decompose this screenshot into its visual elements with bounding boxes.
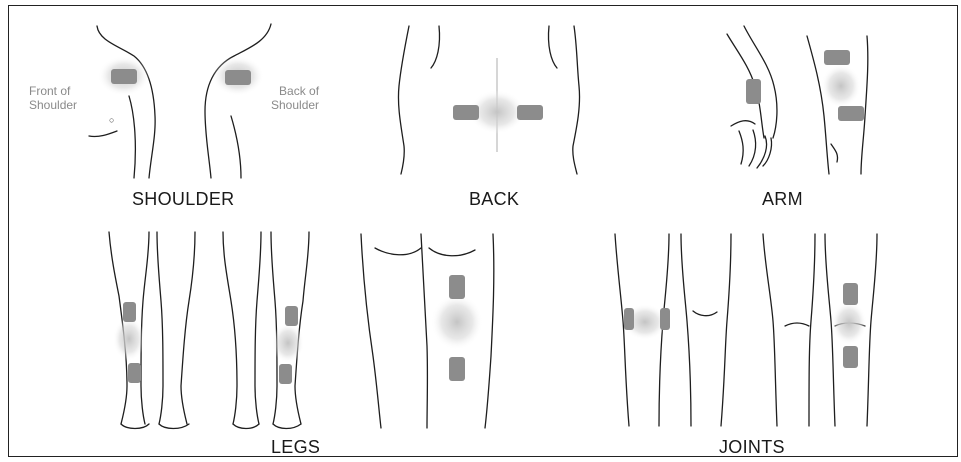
shoulder-front-figure: ○ xyxy=(89,26,155,178)
thigh-lower-pad xyxy=(449,357,465,381)
back-shoulder-note: Back of Shoulder xyxy=(271,84,319,112)
arm-inner-pad xyxy=(746,79,761,104)
knee-back-upper-pad xyxy=(843,283,858,305)
knee-front-left-pad xyxy=(624,308,634,330)
joints-front-knees-figure xyxy=(615,234,731,426)
legs-front-lower-pad xyxy=(128,363,141,383)
front-shoulder-pad xyxy=(111,69,137,84)
arm-upper-pad xyxy=(824,50,850,65)
back-shoulder-note-line2: Shoulder xyxy=(271,98,319,112)
legs-back-figure xyxy=(223,232,309,429)
arm-outer-figure xyxy=(807,36,868,174)
joints-label: JOINTS xyxy=(719,437,785,457)
knee-front-right-pad xyxy=(660,308,670,330)
knee-back-glow xyxy=(831,301,867,345)
back-shoulder-note-line1: Back of xyxy=(271,84,319,98)
back-left-pad xyxy=(453,105,479,120)
thighs-back-figure xyxy=(361,234,494,428)
front-shoulder-note: Front of Shoulder xyxy=(29,84,77,112)
placement-diagram: ○ xyxy=(8,5,958,457)
shoulder-back-figure xyxy=(205,24,271,178)
back-figure xyxy=(398,26,579,174)
arm-label: ARM xyxy=(762,189,803,210)
thighs-glow xyxy=(431,294,483,350)
legs-front-glow xyxy=(113,317,145,361)
front-shoulder-note-line1: Front of xyxy=(29,84,77,98)
back-shoulder-pad xyxy=(225,70,251,85)
body-illustrations: ○ xyxy=(9,6,958,457)
svg-text:○: ○ xyxy=(109,115,114,125)
front-shoulder-note-line2: Shoulder xyxy=(29,98,77,112)
legs-back-glow xyxy=(272,323,304,363)
arm-outer-glow xyxy=(821,64,861,108)
legs-front-figure xyxy=(109,232,195,429)
knee-back-lower-pad xyxy=(843,346,858,368)
arm-inner-figure xyxy=(727,26,777,168)
legs-label: LEGS xyxy=(271,437,320,457)
back-label: BACK xyxy=(469,189,519,210)
shoulder-label: SHOULDER xyxy=(132,189,234,210)
legs-front-upper-pad xyxy=(123,302,136,322)
legs-back-lower-pad xyxy=(279,364,292,384)
thigh-upper-pad xyxy=(449,275,465,299)
joints-back-knees-figure xyxy=(763,234,877,426)
arm-lower-pad xyxy=(838,106,864,121)
back-right-pad xyxy=(517,105,543,120)
legs-back-upper-pad xyxy=(285,306,298,326)
